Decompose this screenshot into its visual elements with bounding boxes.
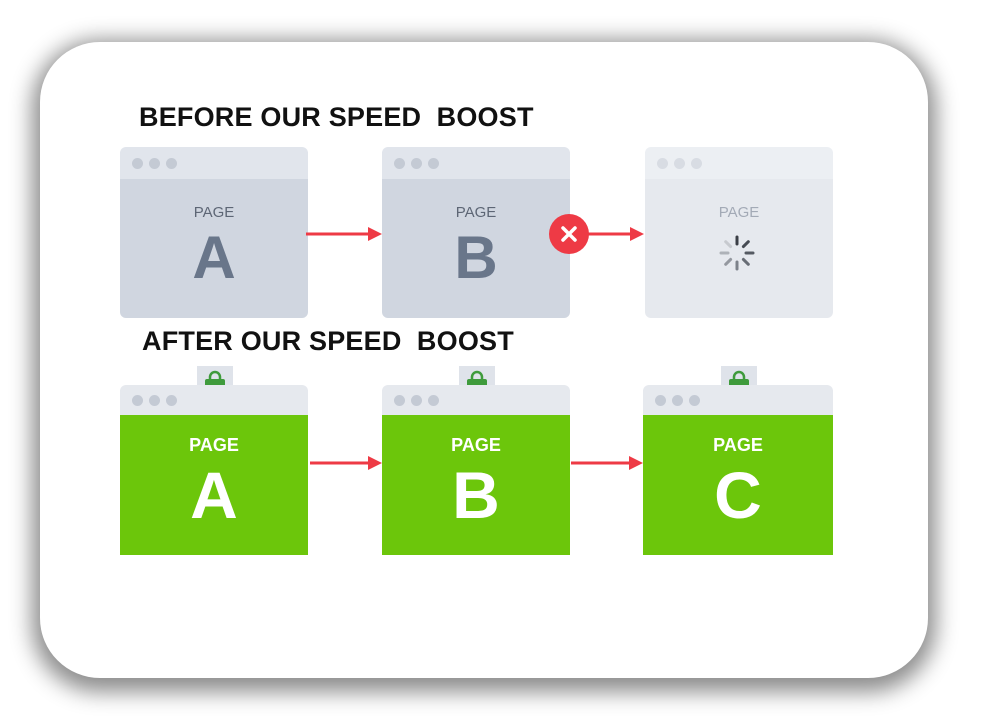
window-body: PAGE C (643, 415, 833, 555)
window-dot (428, 158, 439, 169)
page-label: PAGE (193, 204, 235, 221)
window-dot (132, 395, 143, 406)
arrow-icon (571, 456, 643, 470)
close-icon (549, 214, 589, 254)
window-body: PAGE (645, 179, 833, 318)
page-label: PAGE (189, 435, 239, 455)
page-label: PAGE (713, 435, 763, 455)
window-dot (655, 395, 666, 406)
page-letter: A (192, 224, 236, 291)
window-dot (411, 395, 422, 406)
after-heading: AFTER OUR SPEED BOOST (142, 326, 514, 356)
window-body: PAGE A (120, 415, 308, 555)
page-label: PAGE (455, 204, 497, 221)
window-dot (132, 158, 143, 169)
window-titlebar (120, 147, 308, 179)
window-titlebar (382, 147, 570, 179)
page-letter: B (452, 458, 500, 532)
window-dot (166, 158, 177, 169)
arrow-icon (310, 456, 382, 470)
window-body: PAGE B (382, 179, 570, 318)
window-dot (657, 158, 668, 169)
window-titlebar (382, 385, 570, 415)
before-page-a-window: PAGE A (120, 147, 308, 318)
loading-spinner-icon (719, 235, 755, 271)
error-arrow (549, 214, 644, 254)
after-page-c-window: PAGE C (643, 385, 833, 555)
before-heading: BEFORE OUR SPEED BOOST (139, 102, 534, 132)
before-page-b-window: PAGE B (382, 147, 570, 318)
window-body: PAGE A (120, 179, 308, 318)
window-dot (428, 395, 439, 406)
window-dot (394, 158, 405, 169)
window-dot (674, 158, 685, 169)
window-dot (394, 395, 405, 406)
window-dot (672, 395, 683, 406)
window-dot (691, 158, 702, 169)
window-body: PAGE B (382, 415, 570, 555)
after-page-b-window: PAGE B (382, 385, 570, 555)
window-titlebar (645, 147, 833, 179)
window-dot (166, 395, 177, 406)
window-dot (149, 158, 160, 169)
before-page-loading-window: PAGE (645, 147, 833, 318)
window-dot (149, 395, 160, 406)
window-titlebar (643, 385, 833, 415)
page-letter: B (454, 224, 498, 291)
after-page-a-window: PAGE A (120, 385, 308, 555)
page-letter: C (714, 458, 762, 532)
arrow-icon (306, 227, 382, 241)
page-letter: A (190, 458, 238, 532)
page-label: PAGE (718, 204, 760, 221)
diagram-card (40, 42, 928, 678)
window-dot (411, 158, 422, 169)
window-titlebar (120, 385, 308, 415)
window-dot (689, 395, 700, 406)
page-label: PAGE (451, 435, 501, 455)
